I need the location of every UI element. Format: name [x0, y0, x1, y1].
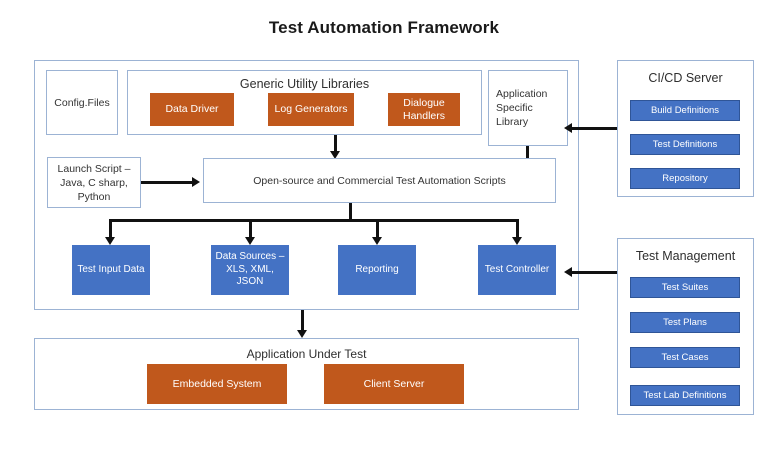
- arrowhead-testmgmt-to-framework: [564, 267, 572, 277]
- connector-branch-test-controller: [516, 219, 519, 237]
- arrowhead-framework-to-aut: [297, 330, 307, 338]
- output-box-data-sources: Data Sources – XLS, XML, JSON: [211, 245, 289, 295]
- connector-framework-to-aut: [301, 310, 304, 332]
- arrowhead-test-controller: [512, 237, 522, 245]
- config-files-box: Config.Files: [46, 70, 118, 135]
- connector-appspecific-to-scripts: [526, 146, 529, 158]
- output-box-reporting: Reporting: [338, 245, 416, 295]
- connector-branch-test-input-data: [109, 219, 112, 237]
- connector-launch-to-scripts: [141, 181, 196, 184]
- arrowhead-reporting: [372, 237, 382, 245]
- automation-scripts-box: Open-source and Commercial Test Automati…: [203, 158, 556, 203]
- generic-utility-libraries-title: Generic Utility Libraries: [239, 77, 370, 91]
- testmgmt-chip-test-suites: Test Suites: [630, 277, 740, 298]
- cicd-chip-test-definitions: Test Definitions: [630, 134, 740, 155]
- testmgmt-chip-test-plans: Test Plans: [630, 312, 740, 333]
- utility-box-log-generators: Log Generators: [268, 93, 354, 126]
- arrowhead-utility-to-scripts: [330, 151, 340, 159]
- application-under-test-title: Application Under Test: [246, 347, 367, 361]
- connector-branch-reporting: [376, 219, 379, 237]
- arrowhead-cicd-to-framework: [564, 123, 572, 133]
- testmgmt-chip-test-cases: Test Cases: [630, 347, 740, 368]
- connector-scripts-stem: [349, 203, 352, 221]
- application-under-test-panel: Application Under Test: [34, 338, 579, 410]
- connector-scripts-bus: [109, 219, 517, 222]
- connector-testmgmt-to-framework: [570, 271, 620, 274]
- cicd-chip-repository: Repository: [630, 168, 740, 189]
- output-box-test-controller: Test Controller: [478, 245, 556, 295]
- arrowhead-launch-to-scripts: [192, 177, 200, 187]
- utility-box-data-driver: Data Driver: [150, 93, 234, 126]
- connector-cicd-to-framework: [570, 127, 620, 130]
- connector-branch-data-sources: [249, 219, 252, 237]
- output-box-test-input-data: Test Input Data: [72, 245, 150, 295]
- cicd-server-title: CI/CD Server: [648, 71, 723, 85]
- aut-box-embedded-system: Embedded System: [147, 364, 287, 404]
- connector-utility-to-scripts: [334, 135, 337, 151]
- page-title: Test Automation Framework: [268, 18, 500, 37]
- launch-script-box: Launch Script – Java, C sharp, Python: [47, 157, 141, 208]
- arrowhead-test-input-data: [105, 237, 115, 245]
- testmgmt-chip-test-lab-definitions: Test Lab Definitions: [630, 385, 740, 406]
- arrowhead-data-sources: [245, 237, 255, 245]
- utility-box-dialogue-handlers: Dialogue Handlers: [388, 93, 460, 126]
- application-specific-library-box: Application Specific Library: [488, 70, 568, 146]
- cicd-chip-build-definitions: Build Definitions: [630, 100, 740, 121]
- test-management-title: Test Management: [635, 249, 736, 263]
- aut-box-client-server: Client Server: [324, 364, 464, 404]
